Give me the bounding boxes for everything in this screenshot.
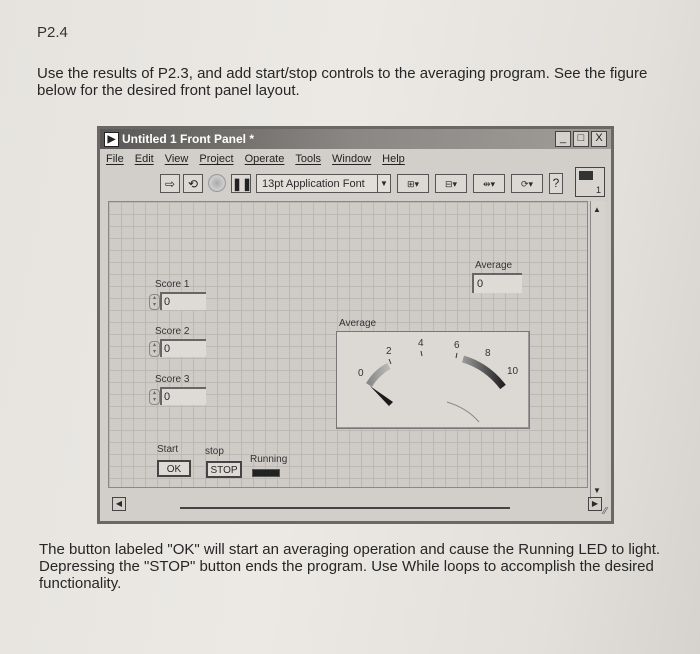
increment-decrement-icon[interactable]: ▴▾ xyxy=(149,341,160,357)
average-indicator-label: Average xyxy=(475,260,513,271)
chevron-down-icon: ▼ xyxy=(377,174,390,192)
scroll-up-icon[interactable]: ▲ xyxy=(593,205,601,214)
app-icon: ▶ xyxy=(104,132,119,147)
score-3-control[interactable]: ▴▾ 0 xyxy=(149,387,207,405)
gauge-dial-icon xyxy=(366,350,506,423)
stop-button[interactable]: STOP xyxy=(206,461,242,478)
stop-label: stop xyxy=(205,446,224,457)
menu-help[interactable]: Help xyxy=(382,153,405,165)
vi-icon[interactable]: 1 xyxy=(575,167,605,197)
score-3-input[interactable]: 0 xyxy=(160,387,206,405)
window-controls: _ □ X xyxy=(555,131,607,147)
align-objects-icon[interactable]: ⊞▾ xyxy=(397,173,429,193)
menu-project[interactable]: Project xyxy=(199,153,234,165)
run-continuously-icon[interactable]: ⟲ xyxy=(183,173,203,193)
problem-heading: P2.4 xyxy=(37,24,68,41)
menu-view[interactable]: View xyxy=(164,153,189,165)
gauge-tick-0: 0 xyxy=(358,368,364,379)
scroll-right-icon[interactable]: ▶ xyxy=(588,497,602,511)
horizontal-scrollbar[interactable]: ◀ ▶ xyxy=(108,497,602,513)
menu-operate[interactable]: Operate xyxy=(244,153,285,165)
font-select[interactable]: 13pt Application Font ▼ xyxy=(256,173,391,193)
vi-icon-number: 1 xyxy=(595,185,601,195)
gauge-tick-4: 4 xyxy=(418,338,424,349)
average-gauge: 0 2 4 6 8 10 xyxy=(336,331,530,429)
outro-paragraph: The button labeled "OK" will start an av… xyxy=(39,541,661,592)
score-1-control[interactable]: ▴▾ 0 xyxy=(149,292,207,310)
score-2-label: Score 2 xyxy=(155,326,190,337)
gauge-tick-2: 2 xyxy=(386,346,392,357)
score-1-label: Score 1 xyxy=(155,279,190,290)
labview-window: ▶ Untitled 1 Front Panel * _ □ X File Ed… xyxy=(97,126,614,524)
score-2-input[interactable]: 0 xyxy=(160,339,206,357)
menu-bar: File Edit View Project Operate Tools Win… xyxy=(106,153,405,165)
run-arrow-icon[interactable]: ⇨ xyxy=(160,173,180,193)
menu-file[interactable]: File xyxy=(106,153,124,165)
minimize-button[interactable]: _ xyxy=(555,131,571,147)
toolbar: ⇨ ⟲ ❚❚ 13pt Application Font ▼ ⊞▾ ⊟▾ ⇹▾ … xyxy=(160,172,563,194)
reorder-icon[interactable]: ⟳▾ xyxy=(511,173,543,193)
increment-decrement-icon[interactable]: ▴▾ xyxy=(149,389,160,405)
menu-tools[interactable]: Tools xyxy=(295,153,322,165)
scroll-track[interactable] xyxy=(180,507,510,509)
increment-decrement-icon[interactable]: ▴▾ xyxy=(149,294,160,310)
resize-objects-icon[interactable]: ⇹▾ xyxy=(473,173,505,193)
vertical-scrollbar[interactable]: ▲ ▼ xyxy=(590,201,605,499)
scroll-left-icon[interactable]: ◀ xyxy=(112,497,126,511)
running-led xyxy=(252,469,280,477)
title-bar: ▶ Untitled 1 Front Panel * _ □ X xyxy=(100,129,611,149)
abort-icon[interactable] xyxy=(208,174,226,192)
ok-button[interactable]: OK xyxy=(157,460,191,477)
score-2-control[interactable]: ▴▾ 0 xyxy=(149,339,207,357)
window-title: Untitled 1 Front Panel * xyxy=(122,132,255,146)
context-help-icon[interactable]: ? xyxy=(549,172,563,194)
scroll-down-icon[interactable]: ▼ xyxy=(593,486,601,495)
menu-window[interactable]: Window xyxy=(332,153,372,165)
intro-paragraph: Use the results of P2.3, and add start/s… xyxy=(37,65,648,99)
gauge-tick-10: 10 xyxy=(507,366,519,377)
menu-edit[interactable]: Edit xyxy=(134,153,154,165)
pause-icon[interactable]: ❚❚ xyxy=(231,173,252,193)
maximize-button[interactable]: □ xyxy=(573,131,589,147)
vi-screen-icon xyxy=(579,171,593,180)
resize-grip-icon[interactable]: ⁄⁄ xyxy=(603,506,607,517)
running-label: Running xyxy=(250,454,288,465)
score-1-input[interactable]: 0 xyxy=(160,292,206,310)
gauge-label: Average xyxy=(339,318,377,329)
front-panel-canvas[interactable]: Score 1 ▴▾ 0 Score 2 ▴▾ 0 Score 3 ▴▾ 0 A… xyxy=(108,201,588,488)
font-select-value: 13pt Application Font xyxy=(262,177,365,190)
score-3-label: Score 3 xyxy=(155,374,190,385)
gauge-tick-6: 6 xyxy=(454,340,460,351)
average-indicator: 0 xyxy=(472,273,522,293)
start-label: Start xyxy=(157,444,179,455)
close-button[interactable]: X xyxy=(591,131,607,147)
gauge-tick-8: 8 xyxy=(485,348,491,359)
distribute-objects-icon[interactable]: ⊟▾ xyxy=(435,173,467,193)
